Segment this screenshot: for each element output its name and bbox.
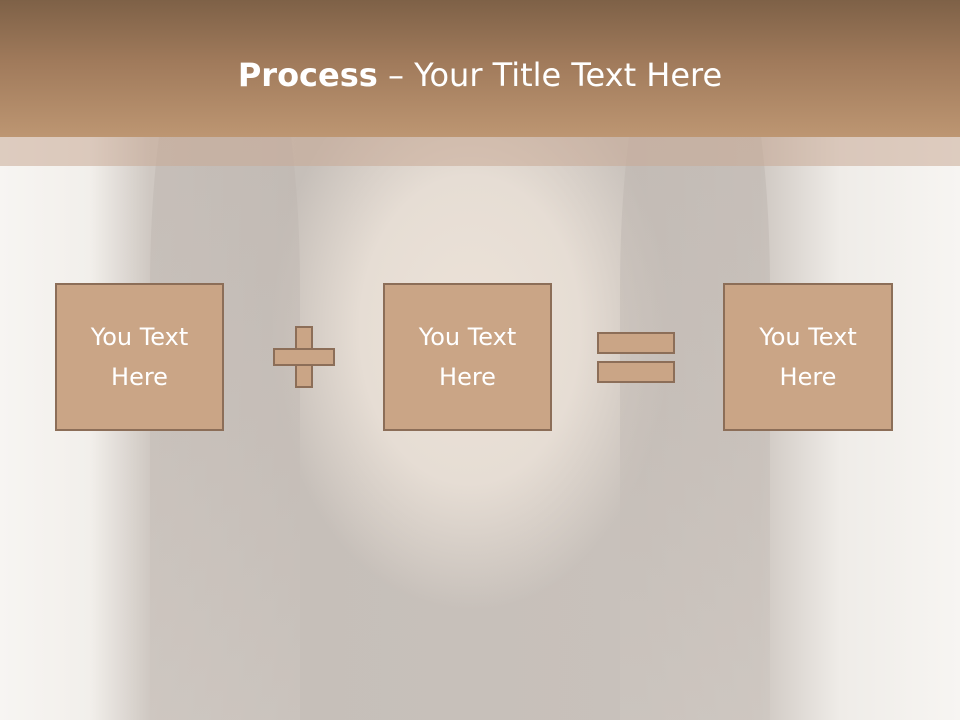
- slide-title: Process – Your Title Text Here: [0, 52, 960, 98]
- title-bar: [0, 0, 960, 137]
- plus-icon: [273, 326, 335, 388]
- process-box-2[interactable]: You Text Here: [383, 283, 552, 431]
- process-box-3-label: You Text Here: [759, 323, 857, 391]
- equals-bar-bottom: [597, 361, 675, 383]
- title-bar-underband: [0, 137, 960, 166]
- process-box-1[interactable]: You Text Here: [55, 283, 224, 431]
- process-box-1-label: You Text Here: [90, 323, 189, 391]
- equals-bar-top: [597, 332, 675, 354]
- process-box-3[interactable]: You Text Here: [723, 283, 893, 431]
- title-bold: Process: [237, 56, 378, 94]
- process-box-2-label: You Text Here: [418, 323, 517, 391]
- title-rest: – Your Title Text Here: [377, 56, 723, 94]
